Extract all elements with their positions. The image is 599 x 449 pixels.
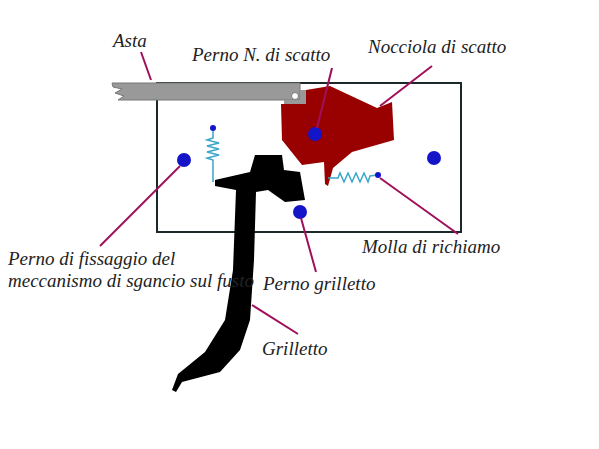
part-label: Perno grilletto [263, 273, 375, 295]
return-spring [328, 173, 377, 182]
part-label: Grilletto [262, 338, 327, 360]
leader-line [141, 52, 151, 80]
rod-hook [284, 90, 306, 104]
rod-hole [292, 93, 299, 100]
part-label: Nocciola di scatto [368, 36, 506, 58]
rod [112, 83, 300, 100]
leader-line [317, 68, 332, 128]
sear-pin [308, 127, 322, 141]
spring [207, 131, 219, 182]
spring-anchor [210, 125, 216, 131]
part-label: Asta [113, 30, 147, 52]
sear [281, 86, 394, 186]
fixing-pin [427, 151, 441, 165]
spring-anchor [375, 172, 381, 178]
leader-line [252, 305, 298, 334]
leader-line [100, 166, 180, 246]
leader-line [380, 66, 432, 106]
leader-line [301, 218, 316, 272]
part-label: Perno di fissaggio del meccanismo di sga… [8, 248, 258, 292]
part-label: Perno N. di scatto [192, 44, 330, 66]
leader-line [380, 178, 458, 234]
part-label: Molla di richiamo [362, 236, 500, 258]
housing-plate [157, 83, 461, 232]
fixing-pin [177, 153, 191, 167]
trigger-pin [293, 205, 307, 219]
